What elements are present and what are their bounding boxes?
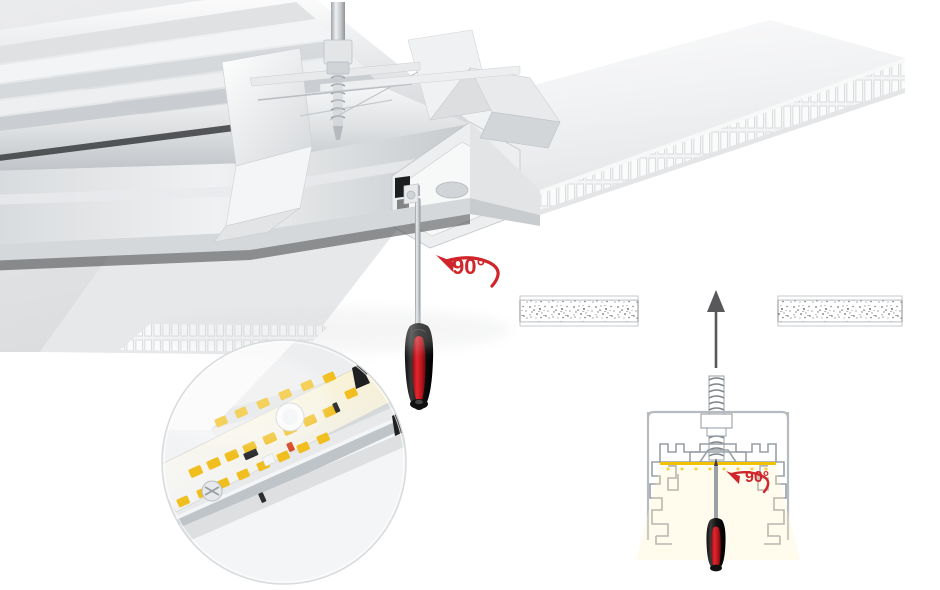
threaded-suspension-rod-section <box>700 375 733 461</box>
annotation-rotate-render: 90° <box>436 254 500 288</box>
rod-upper-shaft <box>331 2 345 44</box>
bracket-left-clip <box>221 47 313 167</box>
rod-nut <box>323 39 353 65</box>
screwdriver-shaft <box>415 198 421 326</box>
rod-washer-section <box>706 427 727 437</box>
annotation-rotate-section: 90° <box>726 469 770 494</box>
screwdriver-section <box>706 458 726 572</box>
profile-lower-rail <box>0 198 470 261</box>
profile-right-segment <box>470 122 540 226</box>
carrier-side-walls <box>646 412 790 540</box>
cross-section-diagram: 90° <box>519 290 903 572</box>
render-shadow <box>150 308 510 352</box>
rod-thread-coils <box>330 75 346 119</box>
profile-lower-slot <box>0 214 470 271</box>
ceiling-panel-top <box>408 20 905 190</box>
inset-smd-components <box>243 402 341 503</box>
magnifier-ring <box>161 339 407 585</box>
rod-thread-lines-upper <box>708 377 725 411</box>
panel-edge-top-skin <box>540 58 905 194</box>
threaded-suspension-rod-3d <box>323 2 353 140</box>
push-up-direction-arrow <box>707 290 725 368</box>
carrier-top <box>646 410 790 419</box>
rotate-arrowhead-render <box>436 255 454 272</box>
rod-washer <box>326 61 350 75</box>
profile-bore-hole <box>435 181 469 199</box>
ceiling-panel-honeycomb-edge <box>540 58 905 214</box>
rotate-arc-render <box>444 256 500 288</box>
magnifier-inner-ring <box>163 341 405 583</box>
screwdriver-section-shaft <box>714 466 718 520</box>
mounting-bracket <box>213 29 561 243</box>
led-pcb-magnifier <box>161 339 407 585</box>
rotate-arc-section <box>730 471 770 494</box>
ceiling-slab-left <box>519 295 639 327</box>
screwdriver-grip-red <box>412 336 426 404</box>
rotate-arrowhead-section <box>726 471 740 484</box>
rotary-latch-socket <box>403 183 419 205</box>
aluminium-profile-body <box>649 443 787 545</box>
profile-face-highlight <box>0 150 470 205</box>
profile-reveal-shadow <box>0 122 258 161</box>
led-emission-dots <box>666 467 768 471</box>
panel-edge-bottom-skin <box>540 88 905 215</box>
inset-pcb-screw <box>201 480 223 502</box>
rod-tip <box>333 126 343 140</box>
rod-flange-nut <box>700 413 733 429</box>
ceiling-slab-right <box>777 295 903 327</box>
annotation-label-90-section: 90° <box>745 469 769 486</box>
screwdriver-section-tip <box>714 458 718 466</box>
up-arrowhead <box>707 290 725 312</box>
led-strip-bar <box>660 462 776 465</box>
annotation-label-90-render: 90° <box>452 254 485 279</box>
screwdriver-section-cap <box>710 564 722 572</box>
screwdriver-section-grip-red <box>711 526 721 571</box>
